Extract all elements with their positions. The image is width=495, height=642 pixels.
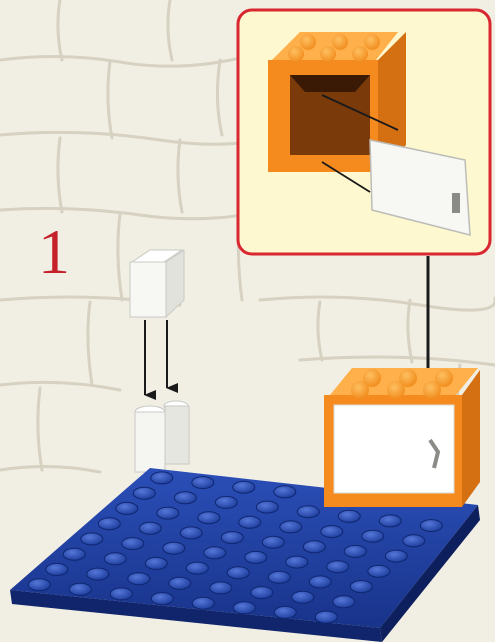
baseplate-stud — [122, 538, 144, 550]
baseplate-stud — [139, 522, 161, 534]
baseplate-stud — [145, 557, 167, 569]
baseplate-stud — [186, 562, 208, 574]
baseplate-stud — [128, 573, 150, 585]
baseplate-stud — [81, 533, 103, 545]
baseplate-stud — [379, 515, 401, 527]
white-brick-floating — [130, 250, 184, 317]
baseplate-stud — [251, 587, 273, 599]
baseplate-stud — [192, 477, 214, 489]
baseplate-stud — [420, 520, 442, 532]
baseplate-stud — [297, 506, 319, 518]
baseplate-stud — [192, 597, 214, 609]
baseplate-stud — [303, 541, 325, 553]
baseplate-stud — [403, 535, 425, 547]
baseplate-stud — [174, 492, 196, 504]
baseplate-stud — [309, 576, 331, 588]
baseplate-stud — [344, 545, 366, 557]
baseplate-stud — [210, 582, 232, 594]
baseplate-stud — [333, 596, 355, 608]
baseplate-stud — [169, 577, 191, 589]
step-number: 1 — [38, 220, 70, 284]
baseplate-stud — [151, 593, 173, 605]
baseplate-stud — [133, 487, 155, 499]
baseplate-stud — [280, 521, 302, 533]
baseplate-stud — [63, 548, 85, 560]
baseplate-stud — [292, 591, 314, 603]
baseplate-stud — [163, 542, 185, 554]
baseplate-stud — [198, 512, 220, 524]
baseplate-stud — [321, 526, 343, 538]
baseplate-stud — [46, 563, 68, 575]
baseplate-stud — [151, 472, 173, 484]
callout-box — [238, 10, 490, 254]
orange-frame-brick — [324, 368, 480, 507]
baseplate-stud — [245, 551, 267, 563]
baseplate-stud — [110, 588, 132, 600]
baseplate-stud — [204, 547, 226, 559]
baseplate-stud — [286, 556, 308, 568]
baseplate-stud — [180, 527, 202, 539]
baseplate-stud — [268, 571, 290, 583]
baseplate-stud — [233, 602, 255, 614]
baseplate-stud — [233, 481, 255, 493]
baseplate-stud — [256, 501, 278, 513]
baseplate-stud — [28, 579, 50, 591]
baseplate-stud — [221, 532, 243, 544]
baseplate-stud — [350, 581, 372, 593]
baseplate-stud — [262, 536, 284, 548]
baseplate-stud — [87, 568, 109, 580]
baseplate-stud — [274, 606, 296, 618]
baseplate-stud — [104, 553, 126, 565]
baseplate-stud — [274, 486, 296, 498]
baseplate-stud — [315, 611, 337, 623]
white-brick-on-plate — [135, 401, 189, 472]
baseplate-stud — [157, 507, 179, 519]
baseplate-stud — [69, 583, 91, 595]
baseplate-stud — [116, 502, 138, 514]
baseplate-stud — [239, 516, 261, 528]
baseplate-stud — [338, 510, 360, 522]
baseplate-stud — [98, 518, 120, 530]
baseplate-stud — [362, 530, 384, 542]
baseplate-stud — [368, 565, 390, 577]
baseplate-stud — [385, 550, 407, 562]
baseplate-stud — [227, 567, 249, 579]
baseplate-stud — [327, 561, 349, 573]
baseplate-stud — [215, 496, 237, 508]
